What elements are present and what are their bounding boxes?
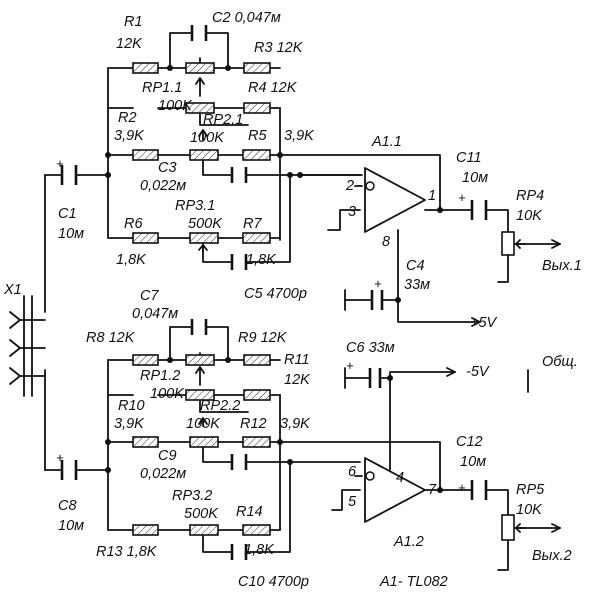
labels: R1 12K C2 0,047м R3 12K RP1.1 100K R4 12… — [3, 10, 582, 590]
label-c9-value: 0,022м — [140, 466, 186, 482]
label-r4: R4 12K — [248, 80, 298, 96]
label-r12: R12 — [240, 416, 267, 432]
label-plus-c12: + — [458, 480, 466, 495]
label-c6: C6 33м — [346, 340, 395, 356]
label-r1-value: 12K — [116, 36, 143, 52]
label-rp32-value: 500K — [184, 506, 219, 522]
label-c11: C11 — [456, 150, 482, 166]
label-r14: R14 — [236, 504, 263, 520]
label-pin6: 6 — [348, 464, 357, 480]
label-c9: C9 — [158, 448, 177, 464]
label-c8-value: 10м — [58, 518, 84, 534]
minus5-arrow — [446, 367, 456, 377]
label-r10-value: 3,9K — [114, 416, 145, 432]
label-plus-c11: + — [458, 190, 466, 205]
label-r2-value: 3,9K — [114, 128, 145, 144]
label-c7-value: 0,047м — [132, 306, 178, 322]
label-plus-c8: + — [56, 450, 64, 465]
op-amps — [354, 167, 426, 523]
label-c3-value: 0,022м — [140, 178, 186, 194]
label-c1-value: 10м — [58, 226, 84, 242]
label-rp22: RP2.2 — [200, 398, 240, 414]
label-r9: R9 12K — [238, 330, 288, 346]
label-rp31: RP3.1 — [175, 198, 215, 214]
junction-dots — [105, 65, 443, 493]
output-2-arrow — [551, 523, 561, 533]
label-plus-c1: + — [56, 156, 64, 171]
label-c4-value: 33м — [404, 277, 430, 293]
input-connector-x1 — [9, 295, 46, 397]
label-rp4: RP4 — [516, 188, 544, 204]
label-rp5: RP5 — [516, 482, 545, 498]
label-r12-value: 3,9K — [280, 416, 311, 432]
capacitors — [60, 25, 488, 560]
label-rp22-value: 100K — [186, 416, 221, 432]
label-rp31-value: 500K — [188, 216, 223, 232]
label-out2: Вых.2 — [532, 548, 572, 564]
label-rp11-value: 100K — [158, 98, 193, 114]
channel-2-wiring — [44, 326, 561, 571]
label-r6-value: 1,8K — [116, 252, 147, 268]
label-pin7: 7 — [428, 482, 437, 498]
label-c8: C8 — [58, 498, 77, 514]
label-c1: C1 — [58, 206, 77, 222]
label-a11: A1.1 — [371, 134, 402, 150]
label-minus5: -5V — [466, 364, 490, 380]
label-r8: R8 12K — [86, 330, 136, 346]
label-plus-c6: + — [346, 358, 354, 373]
label-r3: R3 12K — [254, 40, 304, 56]
label-chip: A1- TL082 — [379, 574, 448, 590]
label-pin2: 2 — [345, 178, 354, 194]
label-out1: Вых.1 — [542, 258, 582, 274]
plus5-arrow — [471, 317, 481, 327]
label-c4: C4 — [406, 258, 425, 274]
potentiometers — [185, 62, 526, 541]
label-r14-value: 1,8K — [244, 542, 275, 558]
label-c3: C3 — [158, 160, 177, 176]
label-r11-value: 12K — [284, 372, 311, 388]
label-pin1: 1 — [428, 188, 436, 204]
label-pin8: 8 — [382, 234, 390, 250]
label-pin4: 4 — [396, 470, 404, 486]
label-r5: R5 — [248, 128, 267, 144]
label-x1: X1 — [3, 282, 22, 298]
label-rp12-value: 100K — [150, 386, 185, 402]
label-pin3: 3 — [348, 204, 356, 220]
label-r2: R2 — [118, 110, 137, 126]
label-r10: R10 — [118, 398, 145, 414]
label-c5: C5 4700p — [244, 286, 307, 302]
label-c12: C12 — [456, 434, 483, 450]
resistors — [132, 62, 271, 536]
label-rp21: RP2.1 — [203, 112, 243, 128]
label-rp4-value: 10K — [516, 208, 543, 224]
label-r13: R13 1,8K — [96, 544, 158, 560]
label-a12: A1.2 — [393, 534, 424, 550]
output-1-arrow — [551, 239, 561, 249]
label-rp11: RP1.1 — [142, 80, 182, 96]
label-rp21-value: 100K — [190, 130, 225, 146]
label-c12-value: 10м — [460, 454, 486, 470]
label-r11: R11 — [284, 352, 310, 368]
label-plus-c4: + — [374, 276, 382, 291]
label-c7: C7 — [140, 288, 159, 304]
label-r7: R7 — [243, 216, 262, 232]
label-rp5-value: 10K — [516, 502, 543, 518]
label-c2: C2 0,047м — [212, 10, 281, 26]
label-c10: C10 4700p — [238, 574, 309, 590]
label-rp32: RP3.2 — [172, 488, 212, 504]
label-r6: R6 — [124, 216, 143, 232]
label-c11-value: 10м — [462, 170, 488, 186]
label-gnd: Общ. — [542, 354, 578, 370]
label-r7-value: 1,8K — [246, 252, 277, 268]
label-r5-value: 3,9K — [284, 128, 315, 144]
label-r1: R1 — [124, 14, 143, 30]
label-pin5: 5 — [348, 494, 357, 510]
label-rp12: RP1.2 — [140, 368, 180, 384]
label-plus5: +5V — [470, 315, 498, 331]
